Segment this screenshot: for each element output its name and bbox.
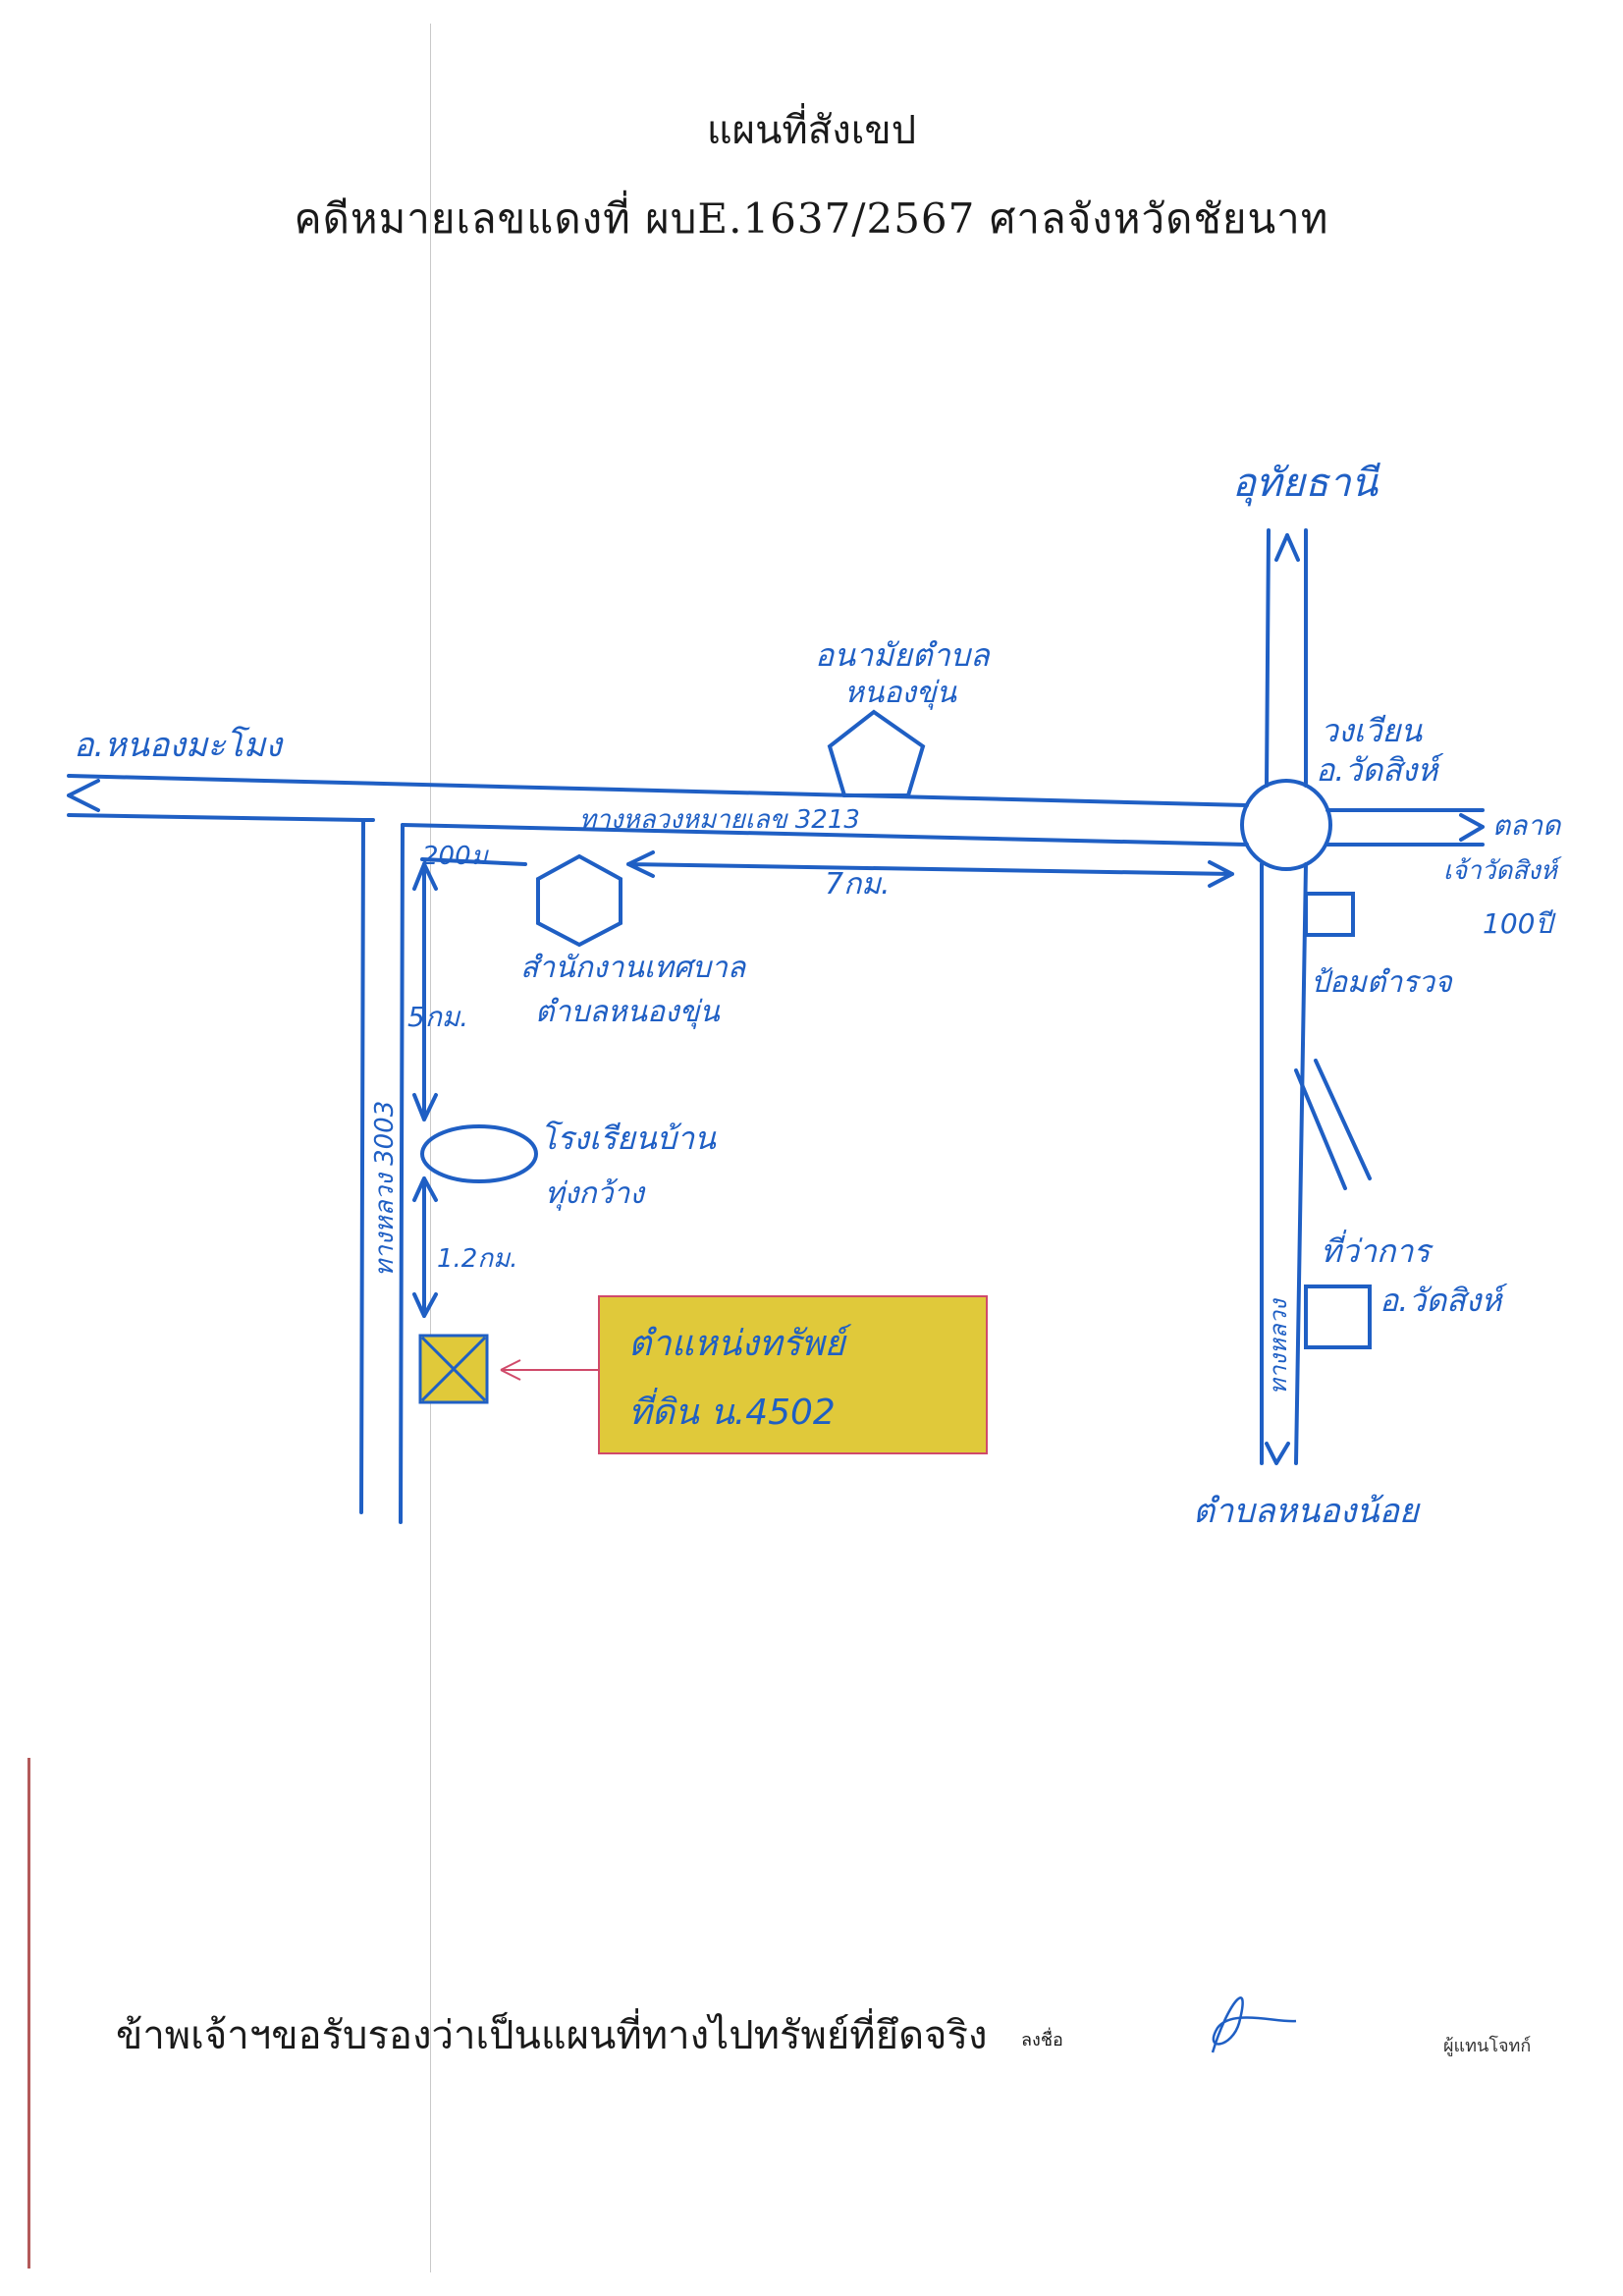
dist-lower-label: 1.2กม.: [437, 1244, 518, 1274]
pointer-arrow: [500, 1359, 599, 1381]
health-center-label: อนามัยตำบล: [815, 636, 991, 674]
roundabout-circle: [1240, 779, 1332, 871]
west-dest-label: อ.หนองมะโมง: [74, 726, 284, 765]
dist-left-arrow: [420, 857, 527, 866]
health-center-pentagon: [827, 709, 926, 797]
document-title: แผนที่สังเขป: [706, 108, 917, 153]
south-highway-label: ทางหลวง: [1265, 1297, 1292, 1394]
main-road-south-edge: [67, 813, 375, 822]
school-sub-label: ทุ่งกว้าง: [545, 1176, 646, 1211]
subdistrict-office-label: สำนักงานเทศบาล: [520, 951, 747, 985]
side-highway-label: ทางหลวง 3003: [370, 1101, 400, 1277]
school-ellipse: [420, 1124, 538, 1183]
south-dest-label: ตำบลหนองน้อย: [1193, 1492, 1421, 1531]
side-road-east-edge: [399, 823, 405, 1524]
roundabout-sub-label: อ.วัดสิงห์: [1316, 751, 1443, 789]
branch-road: [1294, 1059, 1372, 1190]
sign-label: ลงชื่อ: [1021, 2030, 1063, 2050]
property-label-line2: ที่ดิน น.4502: [628, 1387, 836, 1433]
market-label: ตลาด: [1492, 809, 1562, 842]
dist-down-label: 5กม.: [407, 1001, 468, 1033]
side-road-west-edge: [359, 818, 365, 1514]
main-road-south-edge-east: [401, 823, 1249, 847]
subdistrict-office-hexagon: [536, 853, 622, 948]
west-arrow: [67, 779, 100, 812]
road-network: [67, 528, 1485, 1524]
police-box: [1304, 892, 1355, 937]
scan-fold-line: [430, 24, 431, 2272]
signature-mark: [1211, 1996, 1297, 2053]
south-arrow: [1265, 1442, 1290, 1465]
district-office-label: ที่ว่าการ: [1321, 1230, 1434, 1270]
property-label-line1: ตำแหน่งทรัพย์: [628, 1324, 852, 1364]
subdistrict-office-sub-label: ตำบลหนองขุ่น: [535, 995, 721, 1029]
north-road-west-edge: [1265, 528, 1271, 788]
market-sub-label-1: เจ้าวัดสิงห์: [1443, 856, 1562, 886]
health-center-sub-label: หนองขุ่น: [844, 676, 957, 710]
market-sub-label-2: 100ปี: [1483, 907, 1556, 940]
dist-left-label: 200ม.: [422, 842, 496, 871]
dist-main-arrow: [626, 850, 1234, 888]
south-road-east-edge: [1294, 862, 1308, 1465]
case-number-line: คดีหมายเลขแดงที่ ผบE.1637/2567 ศาลจังหวั…: [294, 194, 1329, 243]
signer-role-label: ผู้แทนโจทก์: [1443, 2036, 1532, 2056]
main-road-north-edge: [67, 774, 1249, 807]
district-office-box: [1304, 1285, 1372, 1349]
dist-lower-arrow: [412, 1176, 438, 1318]
certification-statement: ข้าพเจ้าฯขอรับรองว่าเป็นแผนที่ทางไปทรัพย…: [116, 2013, 988, 2058]
main-highway-label: ทางหลวงหมายเลข 3213: [579, 805, 860, 835]
property-marker: [418, 1334, 489, 1404]
east-arrow: [1459, 813, 1485, 842]
district-office-sub-label: อ.วัดสิงห์: [1380, 1282, 1507, 1319]
north-dest-label: อุทัยธานี: [1232, 461, 1380, 507]
police-label: ป้อมตำรวจ: [1311, 965, 1453, 1000]
north-arrow: [1274, 533, 1300, 562]
dist-main-label: 7กม.: [825, 867, 891, 902]
property-highlight: [598, 1295, 988, 1454]
roundabout-label: วงเวียน: [1321, 712, 1423, 749]
dist-down-arrow: [412, 862, 438, 1121]
scan-edge-mark: [27, 1758, 30, 2269]
school-label: โรงเรียนบ้าน: [540, 1120, 717, 1157]
